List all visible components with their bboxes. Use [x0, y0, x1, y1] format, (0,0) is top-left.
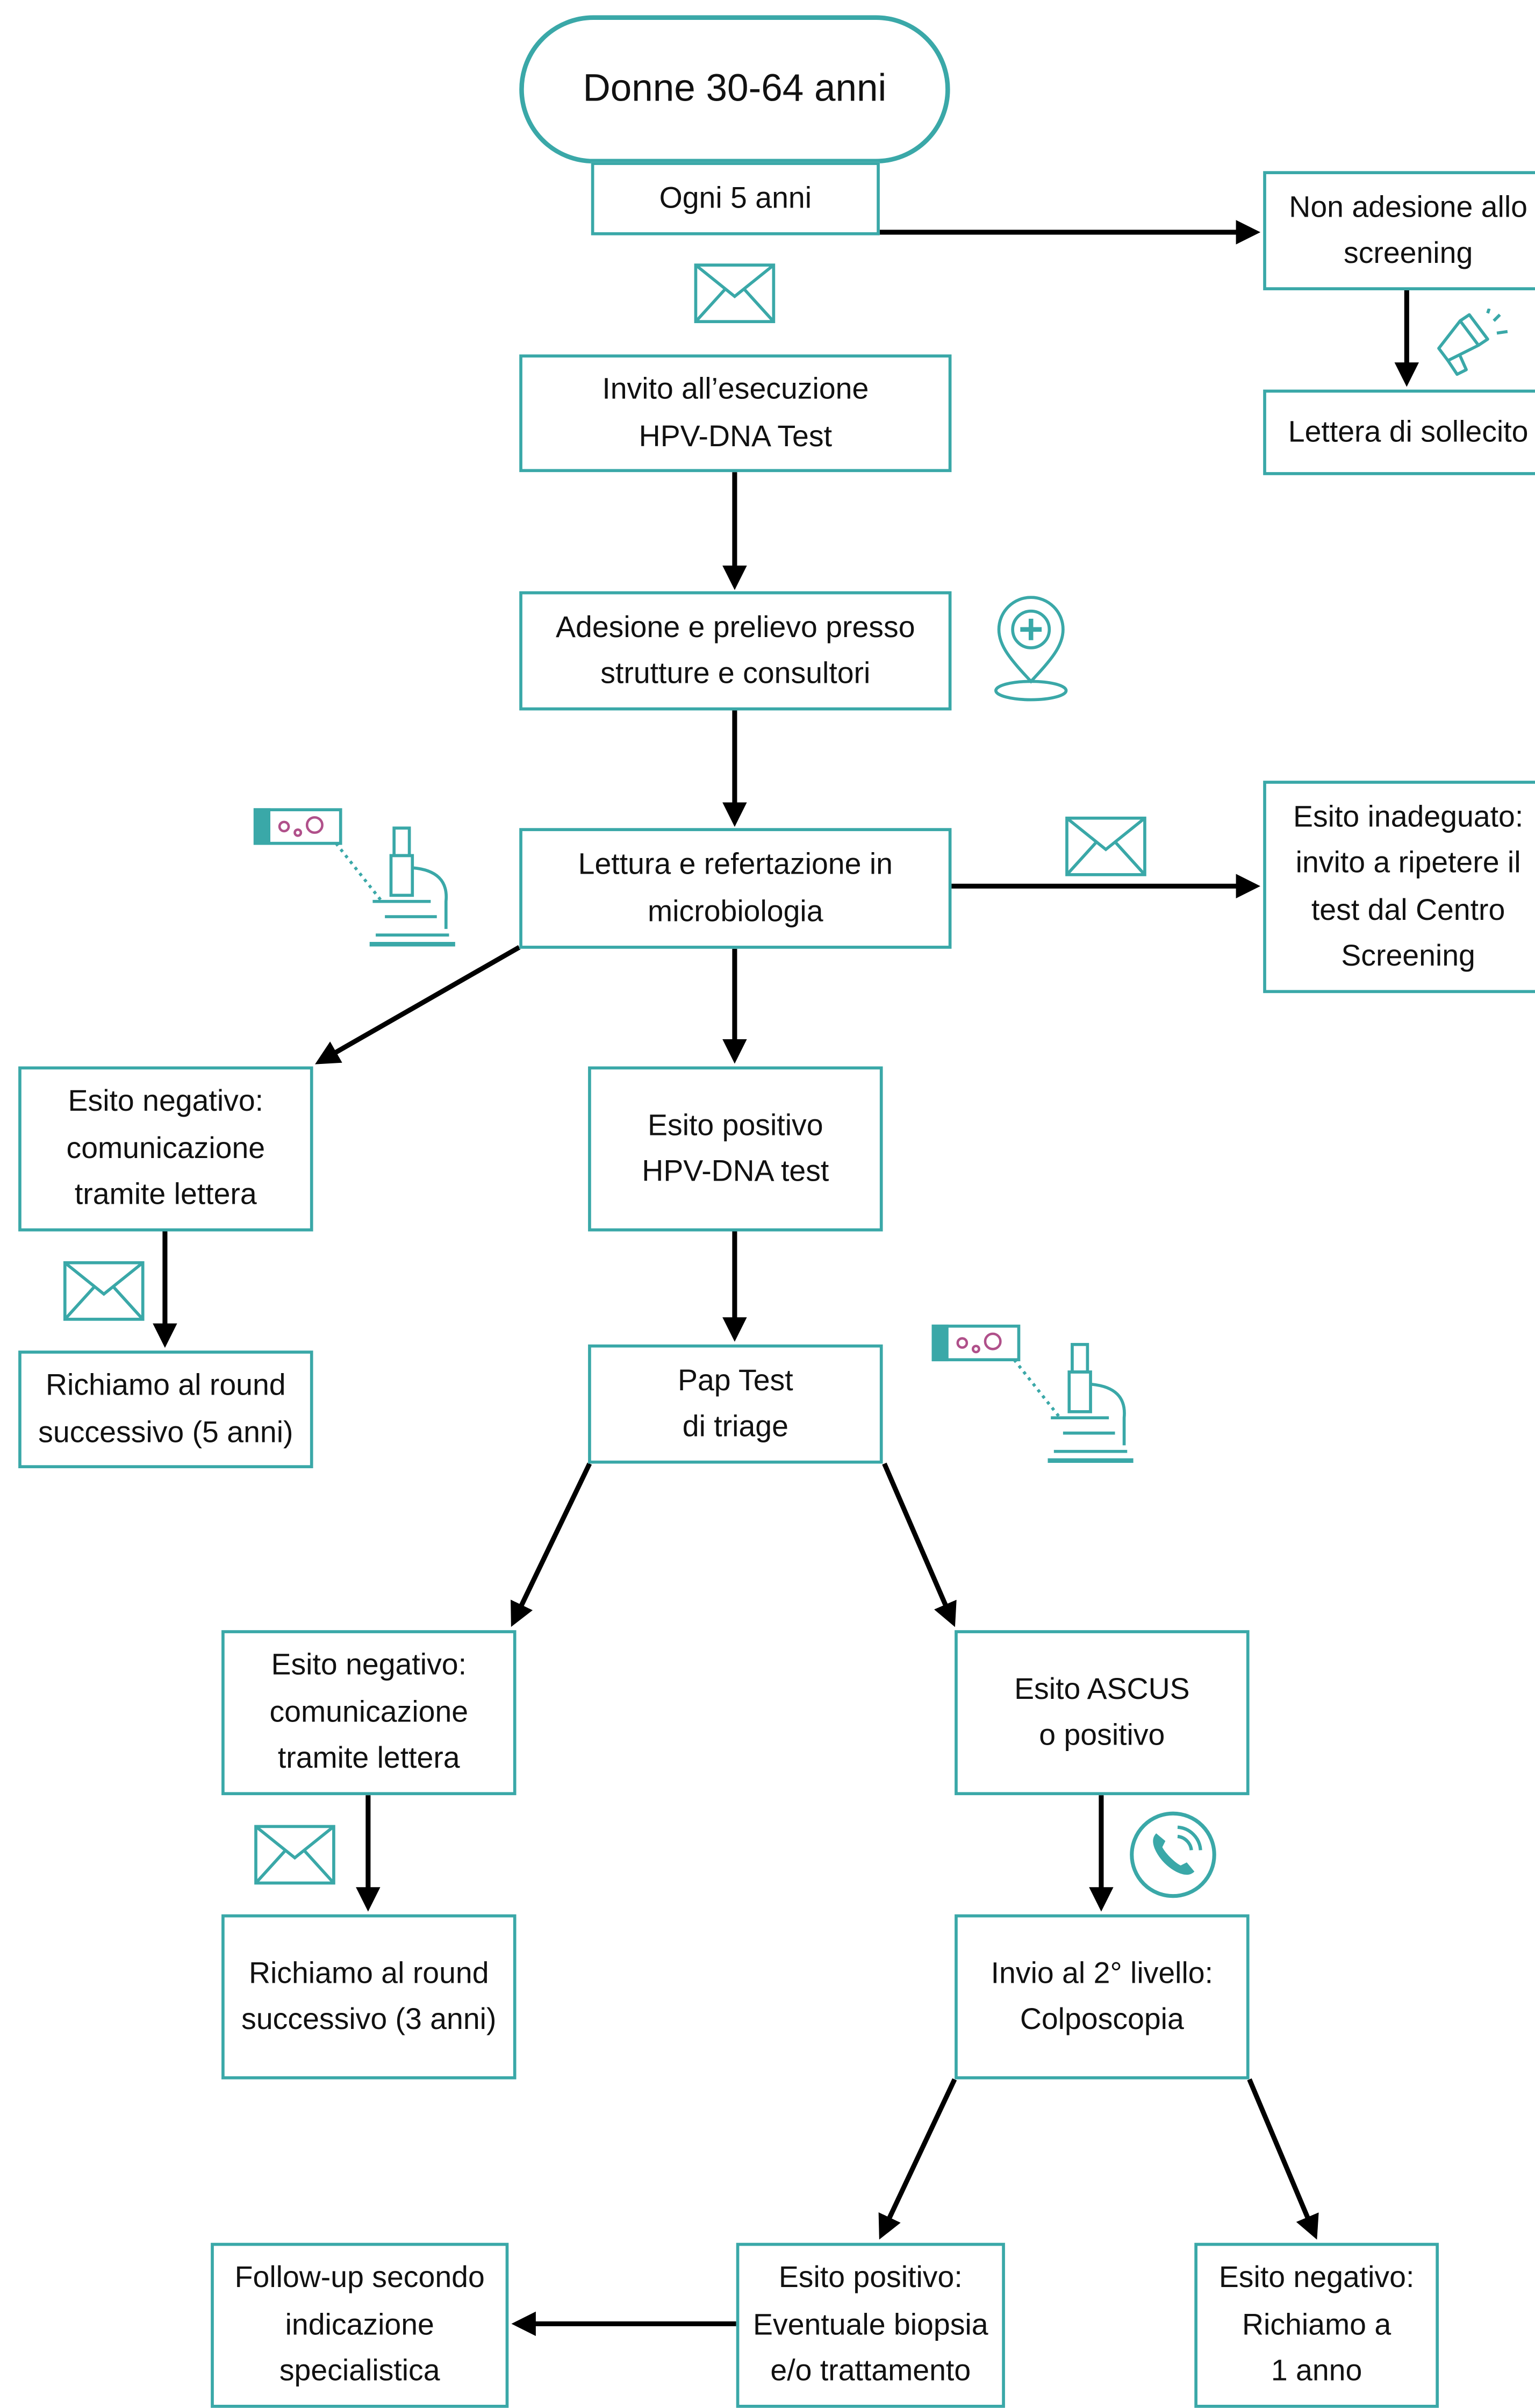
arrow-paptest-to-ascus	[882, 1462, 957, 1627]
envelope-icon	[1065, 816, 1146, 876]
microscope-slide-icon	[931, 1324, 1134, 1463]
node-sollecito: Lettera di sollecito	[1263, 389, 1535, 475]
arrow-lettura-to-negativo1	[315, 945, 521, 1064]
node-paptest: Pap Test di triage	[588, 1344, 883, 1464]
node-adesione: Adesione e prelievo presso strutture e c…	[519, 591, 952, 711]
node-invito: Invito all’esecuzione HPV-DNA Test	[519, 354, 952, 473]
location-pin-plus-icon	[994, 596, 1068, 702]
node-lettura: Lettura e refertazione in microbiologia	[519, 828, 952, 949]
node-start: Donne 30-64 anni	[519, 15, 950, 164]
envelope-icon	[63, 1261, 145, 1321]
node-every5: Ogni 5 anni	[591, 162, 880, 235]
node-richiamo5: Richiamo al round successivo (5 anni)	[18, 1351, 313, 1468]
envelope-icon	[694, 263, 776, 324]
arrow-paptest-to-negativo2	[511, 1462, 592, 1627]
node-followup: Follow-up secondo indicazione specialist…	[211, 2242, 509, 2408]
node-richiamo3: Richiamo al round successivo (3 anni)	[221, 1914, 517, 2080]
arrow-colposcopia-to-positivo-biopsia	[878, 2078, 957, 2240]
node-colposcopia: Invio al 2° livello: Colposcopia	[955, 1914, 1250, 2080]
node-negativo2: Esito negativo: comunicazione tramite le…	[221, 1630, 517, 1796]
envelope-icon	[254, 1825, 335, 1885]
arrow-colposcopia-to-negativo-1anno	[1247, 2078, 1319, 2240]
microscope-slide-icon	[253, 808, 455, 947]
node-negativo1: Esito negativo: comunicazione tramite le…	[18, 1066, 313, 1232]
megaphone-icon	[1437, 309, 1508, 376]
node-ascus: Esito ASCUS o positivo	[955, 1630, 1250, 1796]
node-positivo-hpv: Esito positivo HPV-DNA test	[588, 1066, 883, 1232]
node-positivo-biopsia: Esito positivo: Eventuale biopsia e/o tr…	[736, 2242, 1005, 2408]
phone-icon	[1130, 1811, 1216, 1898]
node-inadeguato: Esito inadeguato: invito a ripetere il t…	[1263, 781, 1535, 994]
node-negativo-1anno: Esito negativo: Richiamo a 1 anno	[1194, 2242, 1439, 2408]
node-non-adesione: Non adesione allo screening	[1263, 171, 1535, 290]
